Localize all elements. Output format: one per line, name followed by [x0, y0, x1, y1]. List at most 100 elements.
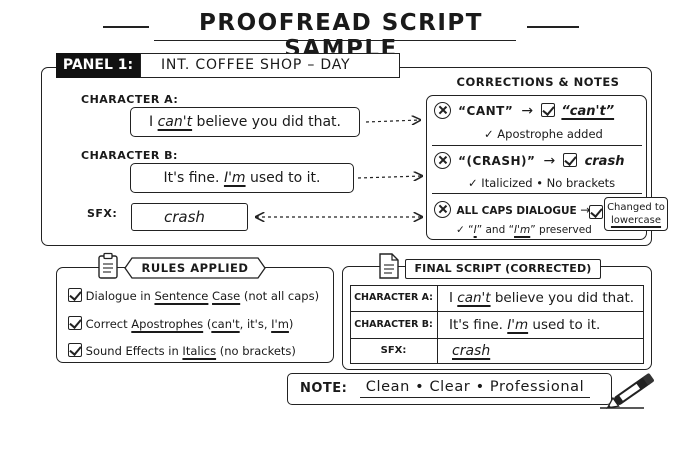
rules-title-tag	[124, 257, 266, 279]
check-icon	[68, 288, 82, 302]
final-table-col-line	[437, 285, 439, 364]
correction-3-wrong: ALL CAPS DIALOGUE	[456, 205, 577, 217]
correction-1-wrong: “CANT”	[458, 104, 514, 118]
correction-2-note-row: ✓ Italicized • No brackets	[468, 176, 615, 190]
clipboard-icon	[98, 252, 118, 279]
panel-number: PANEL 1:	[56, 53, 140, 78]
final-title: FINAL SCRIPT (CORRECTED)	[414, 262, 592, 275]
rule-1-post: (not all caps)	[240, 289, 320, 303]
line-b-pre: It's fine.	[163, 170, 224, 186]
correction-3-right-line1: Changed to	[607, 202, 665, 213]
scene-heading: INT. COFFEE SHOP – DAY	[140, 53, 400, 78]
check-icon: ✓	[468, 176, 478, 190]
x-circle-icon	[434, 152, 451, 169]
character-b-line: It's fine. I'm used to it.	[130, 163, 354, 193]
check-icon	[589, 205, 603, 219]
final-title-tag	[405, 259, 601, 279]
rule-3-post: (no brackets)	[216, 344, 296, 358]
rules-box	[56, 267, 334, 363]
correction-2-wrong: “(CRASH)”	[458, 154, 536, 168]
rule-1-pre: Dialogue in	[85, 289, 155, 303]
arrow-icon	[365, 120, 420, 122]
note-i: I	[473, 224, 477, 236]
correction-3-note-row: ✓ “I” and “I'm” preserved	[456, 224, 592, 236]
note-label: NOTE:	[300, 381, 348, 396]
note-quote-open: “	[468, 224, 474, 236]
rule-2-u1: Apostrophes	[131, 317, 204, 331]
correction-3: ALL CAPS DIALOGUE →	[434, 201, 590, 218]
title-rule-left	[103, 26, 149, 28]
rule-2-post: , it's,	[239, 317, 272, 331]
rule-3-pre: Sound Effects in	[85, 344, 183, 358]
note-im: I'm	[514, 224, 531, 236]
check-icon: ✓	[456, 224, 465, 236]
rule-2-mid: (	[203, 317, 212, 331]
final-row-a-text: I can't believe you did that.	[449, 290, 634, 306]
final-row-sfx-label: SFX:	[380, 345, 407, 356]
final-b-em: I'm	[507, 317, 529, 333]
rules-title: RULES APPLIED	[141, 261, 249, 275]
rule-1-u2: Case	[212, 289, 241, 303]
final-row-b-label: CHARACTER B:	[354, 319, 433, 330]
corrections-divider	[432, 193, 642, 194]
line-a-pre: I	[149, 114, 158, 130]
final-a-post: believe you did that.	[490, 290, 635, 306]
correction-3-result: Changed to lowercase	[604, 197, 668, 231]
final-table-row-line	[350, 311, 644, 313]
arrow-icon: →	[521, 103, 534, 119]
rule-2-u2: can't	[211, 317, 240, 331]
correction-2-note: Italicized • No brackets	[481, 176, 616, 190]
final-row-b-text: It's fine. I'm used to it.	[449, 317, 600, 333]
sfx-label: SFX:	[87, 207, 118, 220]
correction-2: “(CRASH)” → crash	[434, 152, 644, 169]
line-b-emphasis: I'm	[223, 170, 246, 186]
rule-1-u1: Sentence	[154, 289, 209, 303]
check-icon	[563, 153, 578, 167]
rule-2: Correct Apostrophes (can't, it's, I'm)	[68, 316, 293, 331]
rule-2-u3: I'm	[271, 317, 289, 331]
correction-2-right: crash	[584, 154, 625, 169]
final-row-sfx-text: crash	[452, 343, 491, 359]
final-a-em: can't	[457, 290, 491, 306]
correction-1-note-row: ✓ Apostrophe added	[484, 127, 603, 141]
correction-1-right: “can't”	[561, 104, 615, 119]
check-icon	[541, 103, 556, 117]
final-script-box	[342, 266, 652, 370]
pen-icon	[600, 373, 654, 409]
final-a-pre: I	[449, 290, 458, 306]
rule-1: Dialogue in Sentence Case (not all caps)	[68, 288, 319, 303]
corrections-divider	[432, 145, 642, 146]
correction-3-right-line2: lowercase	[610, 215, 662, 226]
title-underline	[154, 40, 516, 42]
title-rule-right	[527, 26, 579, 28]
sfx-line: crash	[131, 203, 248, 231]
sfx-text: crash	[164, 208, 205, 226]
note-box	[287, 373, 612, 405]
x-circle-icon	[434, 201, 451, 218]
final-table-row-line	[350, 338, 644, 340]
document-icon	[379, 253, 399, 279]
rule-2-end: )	[288, 317, 294, 331]
line-a-post: believe you did that.	[192, 114, 341, 130]
rule-3: Sound Effects in Italics (no brackets)	[68, 343, 296, 358]
line-a-emphasis: can't	[157, 114, 193, 130]
rule-2-pre: Correct	[85, 317, 132, 331]
note-post: ” preserved	[530, 224, 592, 236]
check-icon	[68, 343, 82, 357]
check-icon	[68, 316, 82, 330]
final-table	[350, 285, 644, 364]
correction-1-note: Apostrophe added	[497, 127, 603, 141]
note-mid: ” and “	[476, 224, 515, 236]
arrow-icon	[357, 176, 422, 178]
x-circle-icon	[434, 102, 451, 119]
rule-3-u1: Italics	[182, 344, 217, 358]
arrow-icon: →	[543, 153, 556, 169]
correction-1: “CANT” → “can't”	[434, 102, 644, 119]
character-a-line: I can't believe you did that.	[130, 107, 360, 137]
final-row-a-label: CHARACTER A:	[354, 292, 433, 303]
character-a-label: CHARACTER A:	[81, 93, 179, 106]
note-text: Clean • Clear • Professional	[360, 379, 590, 398]
character-b-label: CHARACTER B:	[81, 149, 178, 162]
final-b-post: used to it.	[528, 317, 601, 333]
